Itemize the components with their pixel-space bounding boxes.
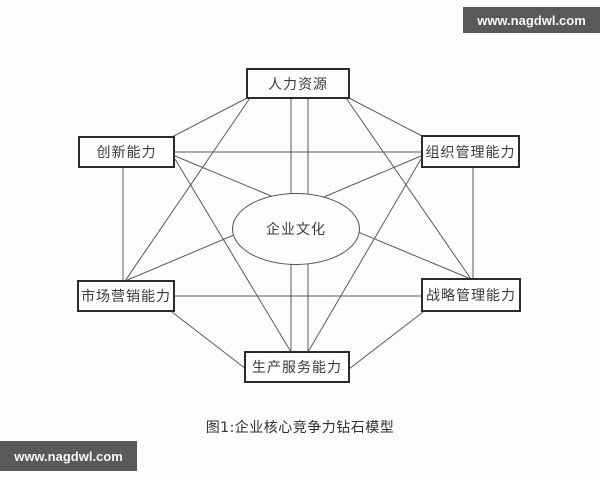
node-organizational-management-capability-label: 组织管理能力 <box>425 144 516 161</box>
node-strategic-management-capability: 战略管理能力 <box>421 278 521 312</box>
node-corporate-culture-label: 企业文化 <box>266 222 326 238</box>
node-production-service-capability: 生产服务能力 <box>244 351 350 383</box>
node-marketing-capability: 市场营销能力 <box>77 280 175 312</box>
node-marketing-capability-label: 市场营销能力 <box>81 289 171 305</box>
node-corporate-culture-ellipse: 企业文化 <box>232 193 360 265</box>
node-organizational-management-capability: 组织管理能力 <box>421 135 520 168</box>
node-strategic-management-capability-label: 战略管理能力 <box>426 288 516 304</box>
node-production-service-capability-label: 生产服务能力 <box>252 360 342 376</box>
watermark-bottom-left: www.nagdwl.com <box>0 441 137 471</box>
node-innovation-capability-label: 创新能力 <box>96 145 157 161</box>
node-innovation-capability: 创新能力 <box>78 136 175 168</box>
node-human-resources: 人力资源 <box>246 68 350 99</box>
figure-caption: 图1:企业核心竞争力钻石模型 <box>205 420 395 436</box>
node-human-resources-label: 人力资源 <box>268 76 328 93</box>
watermark-top-right: www.nagdwl.com <box>463 7 600 33</box>
watermark-top-right-text: www.nagdwl.com <box>477 12 586 28</box>
watermark-bottom-left-text: www.nagdwl.com <box>14 448 123 464</box>
